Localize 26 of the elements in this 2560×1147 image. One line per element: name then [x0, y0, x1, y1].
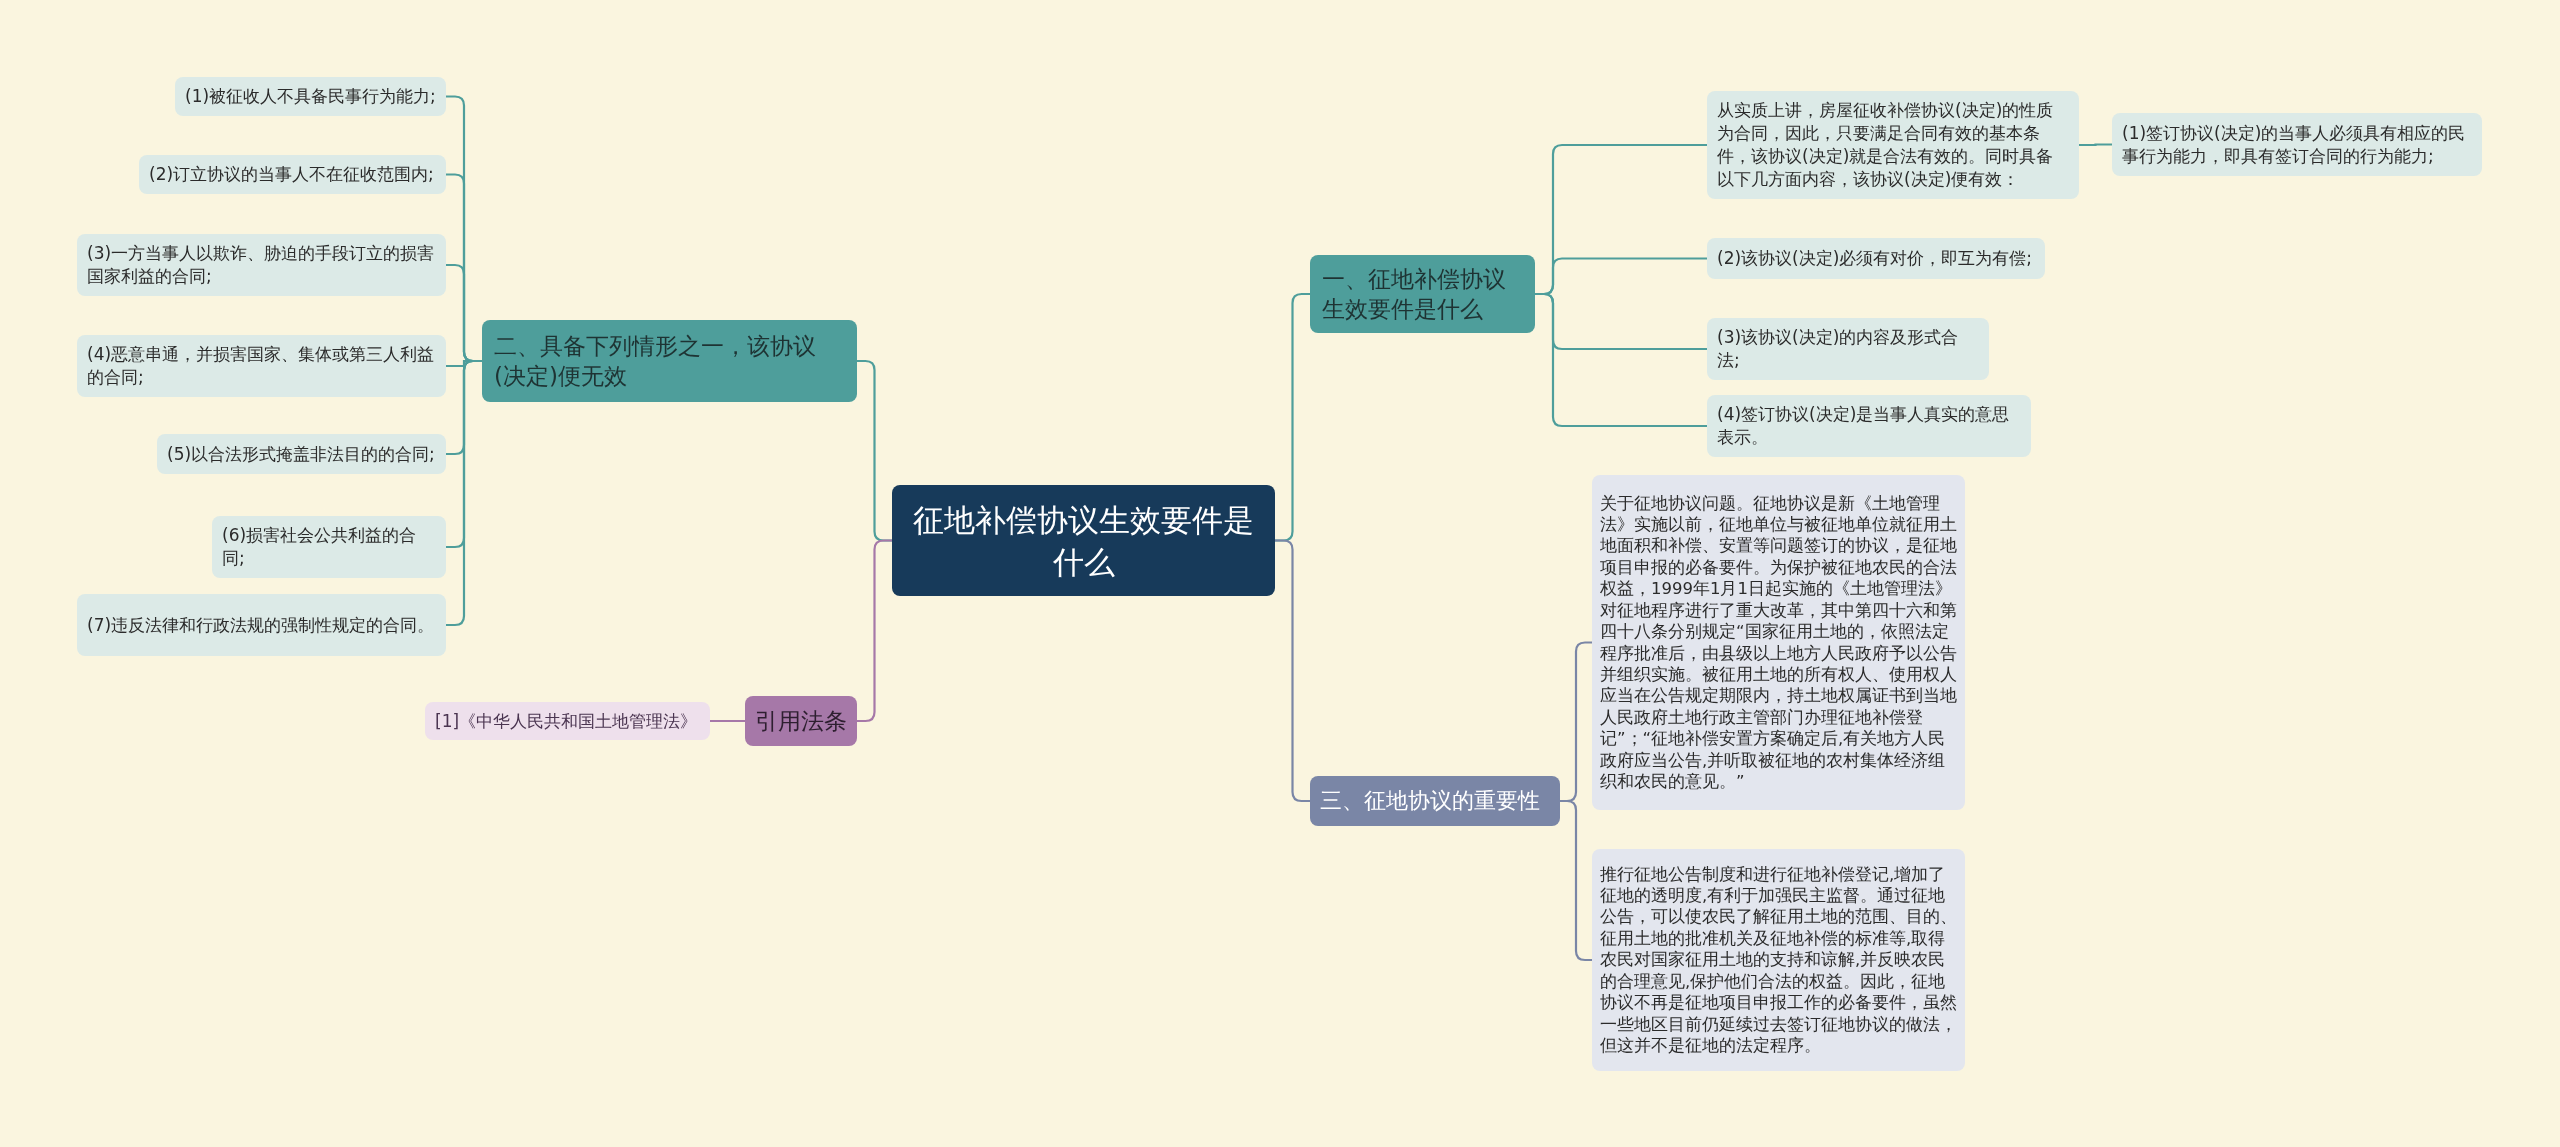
subtopic-box: (4)恶意串通，并损害国家、集体或第三人利益的合同;	[77, 335, 446, 397]
connector-line	[446, 359, 482, 627]
connector-line	[1535, 292, 1707, 428]
subtopic-box: (3)一方当事人以欺诈、胁迫的手段订立的损害国家利益的合同;	[77, 234, 446, 296]
connector-line	[2079, 143, 2112, 147]
topic-box: 三、征地协议的重要性	[1310, 776, 1560, 826]
subtopic-box: 从实质上讲，房屋征收补偿协议(决定)的性质为合同，因此，只要满足合同有效的基本条件，该协议(决定)就是合法有效的。同时具备以下几方面内容，该协议(决定)便有效：	[1707, 91, 2079, 199]
subtopic-box: 推行征地公告制度和进行征地补偿登记,增加了征地的透明度,有利于加强民主监督。通过征地公告，可以使农民了解征用土地的范围、目的、征用土地的批准机关及征地补偿的标准等,取得农民对国家征用土地的支持和谅解,并反映农民的合理意见,保护他们合法的权益。因此，征地协议不再是征地项目申报工作的必备要件，虽然一些地区目前仍延续过去签订征地协议的做法，但这并不是征地的法定程序。	[1592, 849, 1965, 1071]
subtopic-box: (1)签订协议(决定)的当事人必须具有相应的民事行为能力，即具有签订合同的行为能力;	[2112, 113, 2482, 176]
subtopic-box: (7)违反法律和行政法规的强制性规定的合同。	[77, 594, 446, 656]
subtopic-box: (5)以合法形式掩盖非法目的的合同;	[157, 434, 446, 474]
topic-box: 一、征地补偿协议生效要件是什么	[1310, 255, 1535, 333]
subtopic-box: (2)该协议(决定)必须有对价，即互为有偿;	[1707, 238, 2045, 279]
subtopic-box: (3)该协议(决定)的内容及形式合法;	[1707, 318, 1989, 380]
subtopic-box: (2)订立协议的当事人不在征收范围内;	[139, 155, 446, 194]
subtopic-box: [1]《中华人民共和国土地管理法》	[425, 702, 710, 740]
topic-box: 引用法条	[745, 696, 857, 746]
topic-box: 二、具备下列情形之一，该协议(决定)便无效	[482, 320, 857, 402]
subtopic-box: (6)损害社会公共利益的合同;	[212, 516, 446, 578]
subtopic-box: (4)签订协议(决定)是当事人真实的意思表示。	[1707, 395, 2031, 457]
connector-line	[857, 539, 892, 723]
subtopic-box: 关于征地协议问题。征地协议是新《土地管理法》实施以前，征地单位与被征地单位就征用土地面积和补偿、安置等问题签订的协议，是征地项目申报的必备要件。为保护被征地农民的合法权益，1999年1月1日起实施的《土地管理法》对征地程序进行了重大改革，其中第四十六和第四十八条分别规定“国家征用土地的，依照法定程序批准后，由县级以上地方人民政府予以公告并组织实施。被征用土地的所有权人、使用权人应当在公告规定期限内，持土地权属证书到当地人民政府土地行政主管部门办理征地补偿登记”；“征地补偿安置方案确定后,有关地方人民政府应当公告,并听取被征地的农村集体经济组织和农民的意见。”	[1592, 475, 1965, 810]
connector-line	[1275, 539, 1310, 803]
subtopic-box: (1)被征收人不具备民事行为能力;	[175, 77, 446, 116]
connector-line	[710, 719, 745, 723]
central-topic-box: 征地补偿协议生效要件是什么	[892, 485, 1275, 596]
